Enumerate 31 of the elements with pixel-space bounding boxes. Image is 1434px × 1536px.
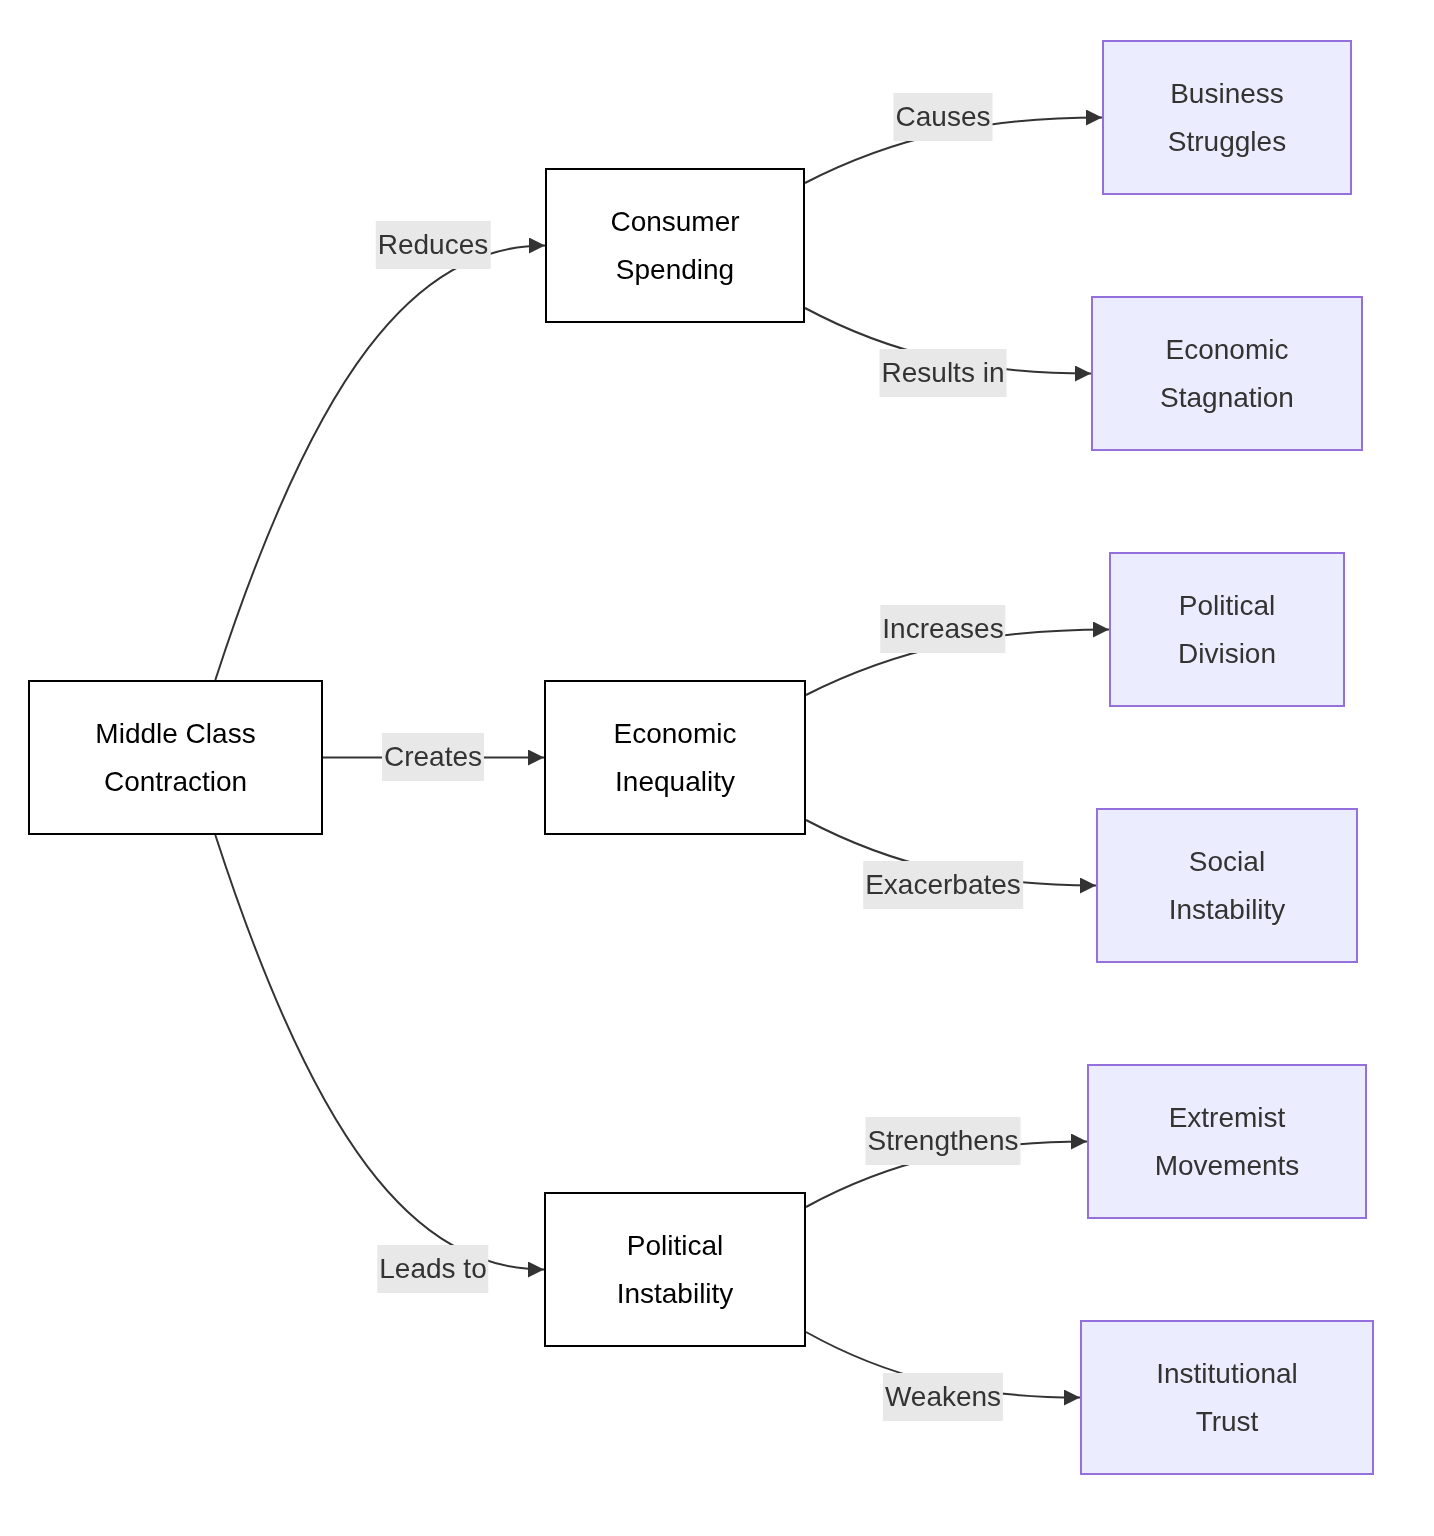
node-label: Social Instability <box>1167 844 1287 927</box>
edge-label: Strengthens <box>865 1117 1021 1165</box>
process-box <box>1096 808 1358 963</box>
edge-label: Leads to <box>377 1245 489 1293</box>
edge-label: Weakens <box>882 1373 1004 1421</box>
node-label: Consumer Spending <box>609 204 741 287</box>
process-box <box>1087 1064 1367 1219</box>
arrow <box>214 238 546 681</box>
edge-label: Reduces <box>375 221 491 269</box>
edge-label: Results in <box>879 349 1007 397</box>
process-box <box>1080 1320 1374 1475</box>
node-label: Extremist Movements <box>1153 1100 1301 1183</box>
node-label: Middle Class Contraction <box>94 716 257 799</box>
process-box <box>28 680 323 835</box>
process-box <box>1109 552 1345 707</box>
node-label: Economic Stagnation <box>1159 332 1295 415</box>
node-label: Business Struggles <box>1166 76 1288 159</box>
process-box <box>544 680 806 835</box>
edge-label: Increases <box>880 605 1006 653</box>
edge-label: Exacerbates <box>863 861 1023 909</box>
arrow <box>214 834 545 1277</box>
process-box <box>1102 40 1352 195</box>
process-box <box>544 1192 806 1347</box>
node-label: Institutional Trust <box>1155 1356 1299 1439</box>
process-box <box>1091 296 1363 451</box>
node-label: Political Division <box>1177 588 1277 671</box>
node-label: Political Instability <box>615 1228 735 1311</box>
edge-label: Creates <box>382 733 484 781</box>
edge-label: Causes <box>893 93 993 141</box>
process-box <box>545 168 805 323</box>
node-label: Economic Inequality <box>612 716 738 799</box>
